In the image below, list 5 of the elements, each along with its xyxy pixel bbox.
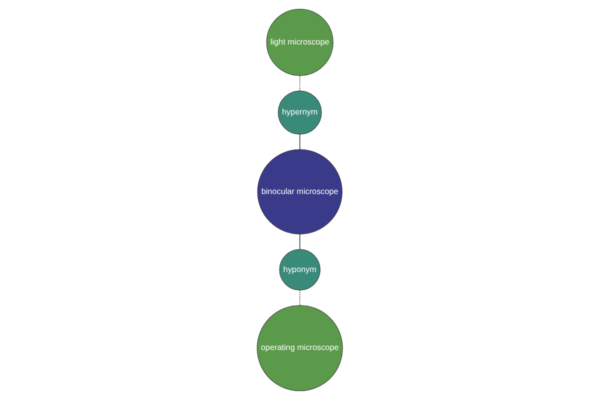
node-circle: hyponym <box>279 249 321 290</box>
node-circle: light microscope <box>266 8 334 76</box>
node-circle: operating microscope <box>256 305 343 392</box>
node-circle: binocular microscope <box>257 149 343 234</box>
node-circle: hypernym <box>278 90 322 134</box>
